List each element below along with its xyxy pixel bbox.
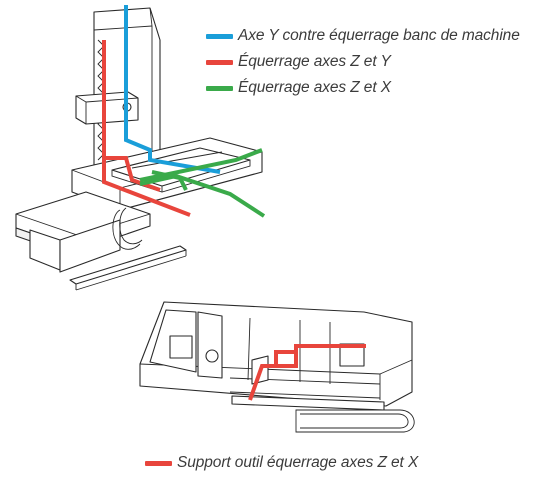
chuck [205,349,219,363]
legend-item-blue: Axe Y contre équerrage banc de machine [206,27,520,45]
green-line-swatch [206,85,233,91]
legend-item-red: Équerrage axes Z et Y [206,53,391,71]
blue-axis-line [124,5,221,174]
legend-item-green: Équerrage axes Z et X [206,79,391,97]
legend-label-blue: Axe Y contre équerrage banc de machine [238,27,520,44]
red-square-zy [104,156,161,192]
boring-mill-drawing [15,5,266,291]
red-axis-line-zy [102,40,191,217]
red-tool-support-square [274,346,298,368]
red-line-swatch [206,59,233,65]
green-square-zx [151,170,188,191]
lathe-cable-chain [295,409,415,433]
legend-label-green: Équerrage axes Z et X [238,79,391,96]
green-axis-line-1 [139,148,263,182]
headstock [197,311,223,379]
legend-label-red: Équerrage axes Z et Y [238,53,391,70]
cable-chain [112,209,141,250]
legend-label-tool-support: Support outil équerrage axes Z et X [177,454,419,471]
red-line-swatch [145,460,172,466]
control-screen [169,335,193,359]
legend-item-tool-support: Support outil équerrage axes Z et X [145,454,418,472]
lathe-drawing [139,301,415,433]
blue-line-swatch [206,33,233,39]
green-axis-line-2 [139,173,266,218]
